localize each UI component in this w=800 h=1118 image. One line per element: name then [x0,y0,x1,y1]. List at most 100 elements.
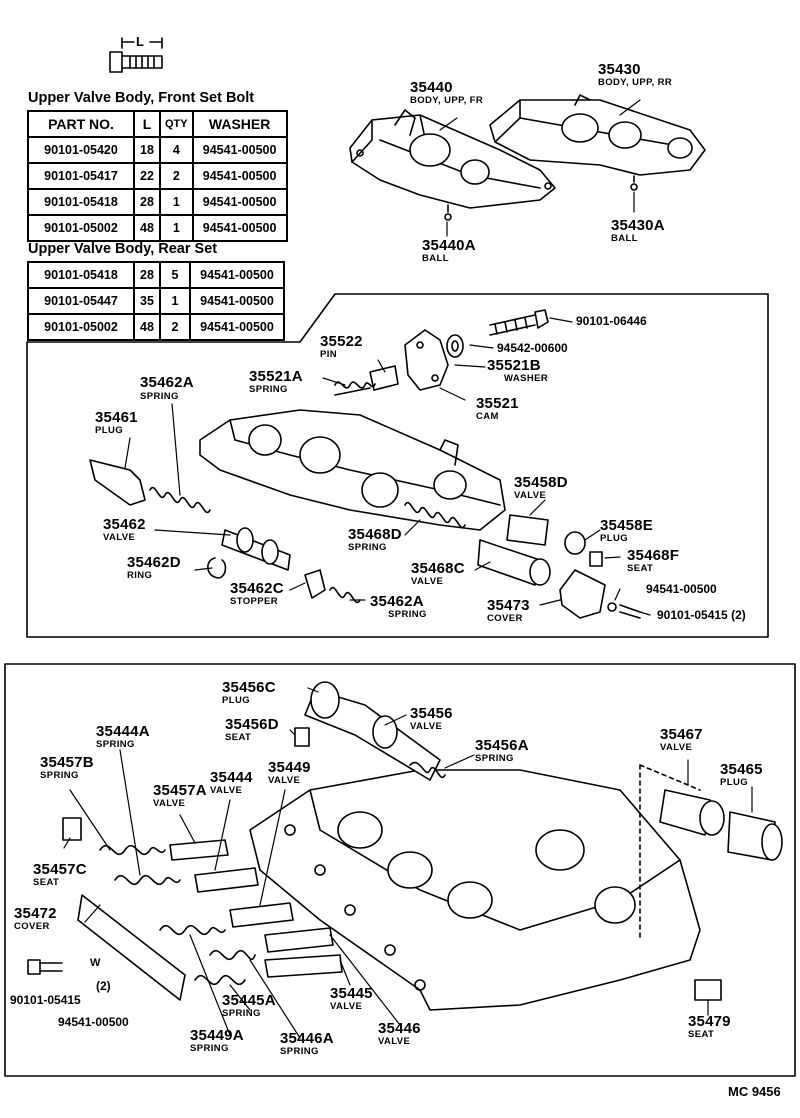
part-name-35457C: SEAT [33,877,60,888]
header-washer: WASHER [191,110,288,138]
header-l: L [133,110,161,138]
part-name-35430: BODY, UPP, RR [598,77,673,88]
part-name-35440A: BALL [422,253,449,264]
cell: 2 [159,162,194,190]
header-qty: QTY [159,110,194,138]
cell: 1 [159,214,194,242]
part-number-35462: 35462 [103,516,146,533]
part-name-35462: VALVE [103,532,136,543]
part-name-35456C: PLUG [222,695,250,706]
part-number-35472: 35472 [14,905,57,922]
cell: 94541-00500 [191,136,288,164]
cell: 90101-05002 [27,313,135,341]
cell: 90101-05417 [27,162,135,190]
part-number-35444: 35444 [210,769,253,786]
cell: 94541-00500 [189,261,285,289]
part-name-35456A: SPRING [475,753,514,764]
part-number-35473: 35473 [487,597,530,614]
part-number-35456: 35456 [410,705,453,722]
cell: 90101-05447 [27,287,135,315]
diagram-code: MC 9456 [728,1084,781,1099]
part-number-94542-00600: 94542-00600 [497,341,568,355]
part-number-35467: 35467 [660,726,703,743]
cell: 28 [133,261,161,289]
part-name-35468F: SEAT [627,563,654,574]
part-name-35445A: SPRING [222,1008,261,1019]
part-name-35472: COVER [14,921,50,932]
part-name-35522: PIN [320,349,338,360]
part-name-35462A-lower: SPRING [388,609,427,620]
header-part-no: PART NO. [27,110,135,138]
part-number-35456D: 35456D [225,716,279,733]
part-number-94541-00500-lower: 94541-00500 [58,1015,129,1029]
part-name-35462A: SPRING [140,391,179,402]
cell: 18 [133,136,161,164]
part-number-35430A: 35430A [611,217,665,234]
cell: 94541-00500 [189,287,285,315]
part-number-35458D: 35458D [514,474,568,491]
part-name-35446A: SPRING [280,1046,319,1057]
cell: 94541-00500 [191,162,288,190]
middle-parts-drawing [89,309,641,619]
part-name-35468D: SPRING [348,542,387,553]
bolt-length-label: L [136,34,144,49]
part-name-35479: SEAT [688,1029,715,1040]
part-name-35456: VALVE [410,721,443,732]
part-number-35462D: 35462D [127,554,181,571]
upper-valve-body-rear-drawing [489,94,706,191]
part-name-35444A: SPRING [96,739,135,750]
part-number-90101-06446: 90101-06446 [576,314,647,328]
middle-group-frame [26,293,769,638]
part-number-35440: 35440 [410,79,453,96]
cell: 48 [133,214,161,242]
cell: 2 [159,313,191,341]
part-number-35457C: 35457C [33,861,87,878]
part-number-35430: 35430 [598,61,641,78]
cell: 4 [159,136,194,164]
part-name-35449: VALVE [268,775,301,786]
part-name-35521B: WASHER [504,373,549,384]
part-number-35521: 35521 [476,395,519,412]
part-name-35468C: VALVE [411,576,444,587]
bolt-dimension-icon [109,37,163,73]
part-name-35440: BODY, UPP, FR [410,95,484,106]
part-number-35468C: 35468C [411,560,465,577]
lower-parts-drawing [27,681,783,1001]
cell: 94541-00500 [191,214,288,242]
part-number-35458E: 35458E [600,517,653,534]
part-name-35457B: SPRING [40,770,79,781]
quantity-label: (2) [96,979,111,993]
part-name-35446: VALVE [378,1036,411,1047]
upper-valve-body-front-drawing [349,109,556,221]
lower-valve-body-drawing [249,769,701,1011]
cell: 90101-05418 [27,261,135,289]
cell: 28 [133,188,161,216]
table-header-row: PART NO. L QTY WASHER [27,110,288,138]
part-name-35458E: PLUG [600,533,628,544]
part-name-35445: VALVE [330,1001,363,1012]
part-name-35457A: VALVE [153,798,186,809]
front-table-title: Upper Valve Body, Front Set Bolt [28,90,255,106]
part-name-35521A: SPRING [249,384,288,395]
middle-valve-body-drawing [199,409,506,531]
part-name-35465: PLUG [720,777,748,788]
part-number-90101-05415: 90101-05415 (2) [657,608,746,622]
part-number-35522: 35522 [320,333,363,350]
part-name-35462C: STOPPER [230,596,279,607]
part-name-35462D: RING [127,570,153,581]
part-number-35521A: 35521A [249,368,303,385]
part-number-35521B: 35521B [487,357,541,374]
part-number-35457A: 35457A [153,782,207,799]
part-number-35462A-lower: 35462A [370,593,424,610]
part-number-35445A: 35445A [222,992,276,1009]
cell: 35 [133,287,161,315]
